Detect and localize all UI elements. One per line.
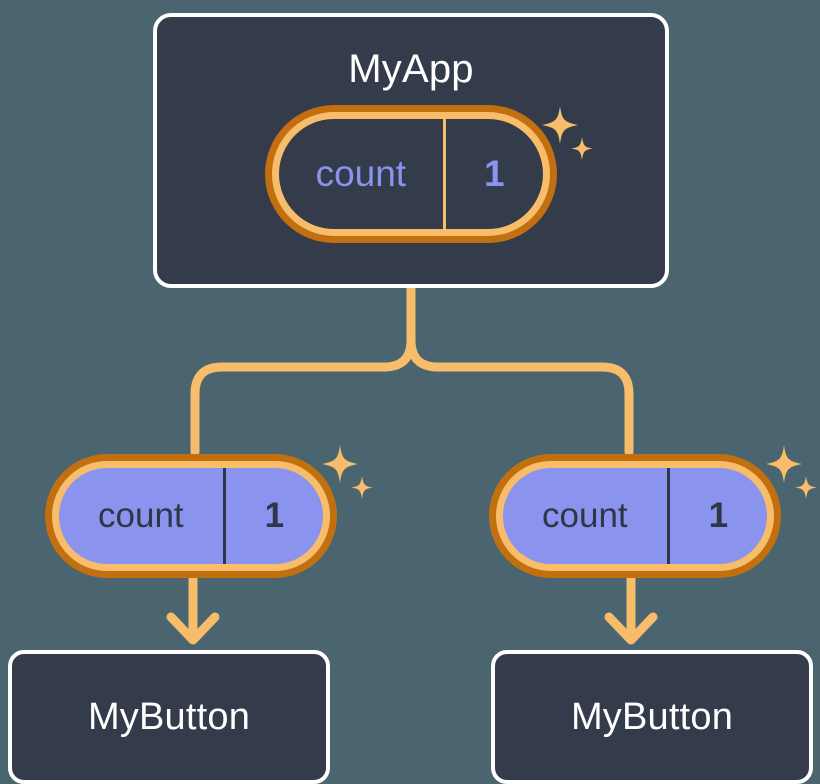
component-title-myapp: MyApp (348, 47, 474, 91)
state-pill-child-0-body: count 1 (59, 468, 323, 564)
state-key-root: count (315, 153, 407, 194)
component-card-mybutton-0[interactable]: MyButton (8, 650, 330, 784)
state-value-child-0: 1 (222, 468, 323, 564)
component-title-mybutton-1: MyButton (570, 695, 734, 738)
arrow-head-right (604, 612, 658, 645)
state-pill-child-0-ring: count 1 (52, 461, 330, 571)
state-key-child-0: count (98, 496, 184, 535)
state-pill-child-1-ring: count 1 (496, 461, 774, 571)
state-key-child-1: count (542, 496, 628, 535)
state-pill-child-0[interactable]: count 1 (45, 454, 337, 578)
state-pill-child-1-body: count 1 (503, 468, 767, 564)
state-pill-root[interactable]: count 1 (265, 105, 557, 243)
state-value-child-1: 1 (666, 468, 767, 564)
connector-branch-right (406, 335, 634, 457)
component-title-mybutton-0: MyButton (87, 695, 251, 738)
state-value-root: 1 (442, 119, 543, 229)
state-pill-root-body: count 1 (279, 119, 543, 229)
state-pill-root-ring: count 1 (272, 112, 550, 236)
connector-trunk (190, 283, 416, 457)
state-pill-child-1[interactable]: count 1 (489, 454, 781, 578)
component-card-mybutton-1[interactable]: MyButton (491, 650, 813, 784)
arrow-head-left (166, 612, 220, 645)
